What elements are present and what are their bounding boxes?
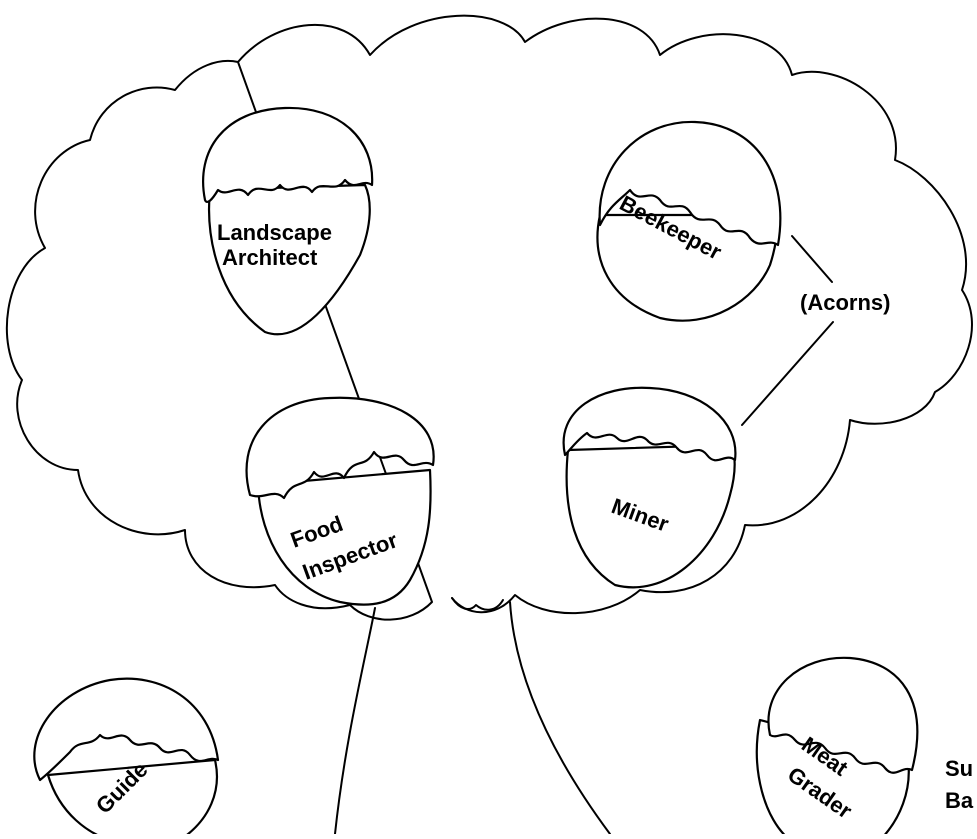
trunk-right: [509, 601, 611, 835]
acorn-body: [256, 468, 432, 606]
acorn-cap: [562, 386, 737, 462]
acorn-body: [565, 443, 736, 589]
acorn-meat-grader: Meat Grader: [755, 656, 919, 839]
cut-off-text-line-1: Su: [945, 756, 973, 781]
trunk-left: [334, 607, 376, 835]
acorn-label: Architect: [222, 245, 318, 270]
acorn-label: Landscape: [217, 220, 332, 245]
cut-off-text-line-2: Ba: [945, 788, 974, 813]
acorn-landscape-architect: Landscape Architect: [202, 106, 374, 336]
acorn-cap: [598, 120, 782, 247]
acorns-annotation: (Acorns): [800, 290, 890, 315]
acorn-body: [46, 758, 219, 839]
tree-canopy-outline: [5, 14, 973, 621]
acorn-cap: [767, 656, 919, 774]
acorn-cap: [202, 106, 374, 204]
acorn-beekeeper: Beekeeper: [596, 120, 782, 322]
acorn-miner: Miner: [562, 386, 737, 589]
acorn-body: [755, 718, 910, 839]
acorn-body: [208, 183, 371, 336]
acorn-guide: Guide: [33, 677, 220, 839]
acorn-cap: [33, 677, 220, 782]
pointer-line-to-beekeeper: [791, 235, 833, 283]
acorn-cap: [245, 396, 435, 500]
acorn-food-inspector: Food Inspector: [245, 396, 435, 606]
canopy-scallops: [451, 597, 504, 611]
pointer-line-to-miner: [741, 321, 834, 426]
